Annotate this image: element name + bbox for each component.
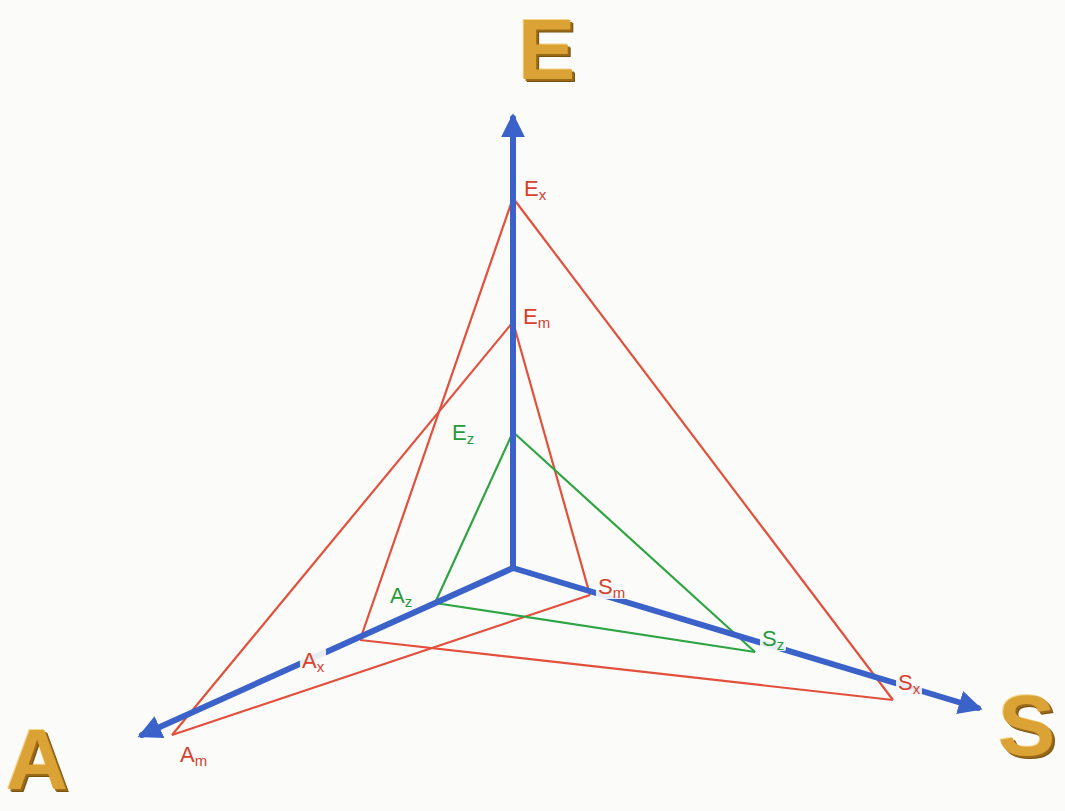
point-label: Am bbox=[178, 742, 209, 767]
point-label: Sx bbox=[896, 670, 922, 695]
point-label: Sz bbox=[760, 626, 786, 651]
axis-line bbox=[510, 118, 516, 568]
point-label: Em bbox=[521, 304, 552, 329]
triangle-edge bbox=[360, 640, 893, 700]
axis-label: E bbox=[518, 6, 575, 92]
axis-line bbox=[513, 568, 978, 708]
point-label: Sm bbox=[596, 574, 627, 599]
point-label: Ax bbox=[300, 648, 326, 673]
triangle-edge bbox=[513, 432, 755, 652]
middle-triangle bbox=[172, 322, 590, 735]
point-label: Ex bbox=[522, 176, 548, 201]
triangle-edge bbox=[172, 322, 513, 735]
point-label: Az bbox=[388, 583, 414, 608]
triangle-edge bbox=[360, 198, 513, 640]
axis-label: S bbox=[998, 682, 1055, 768]
triangle-edge bbox=[435, 432, 513, 603]
outer-triangle bbox=[360, 198, 893, 700]
axis-label: A bbox=[6, 716, 68, 802]
triangle-edge bbox=[172, 595, 590, 735]
point-label: Ez bbox=[450, 420, 476, 445]
coordinate-axes bbox=[142, 118, 978, 735]
inner-triangle bbox=[435, 432, 755, 652]
axis-line bbox=[142, 568, 513, 735]
triangle-edge bbox=[513, 322, 590, 595]
